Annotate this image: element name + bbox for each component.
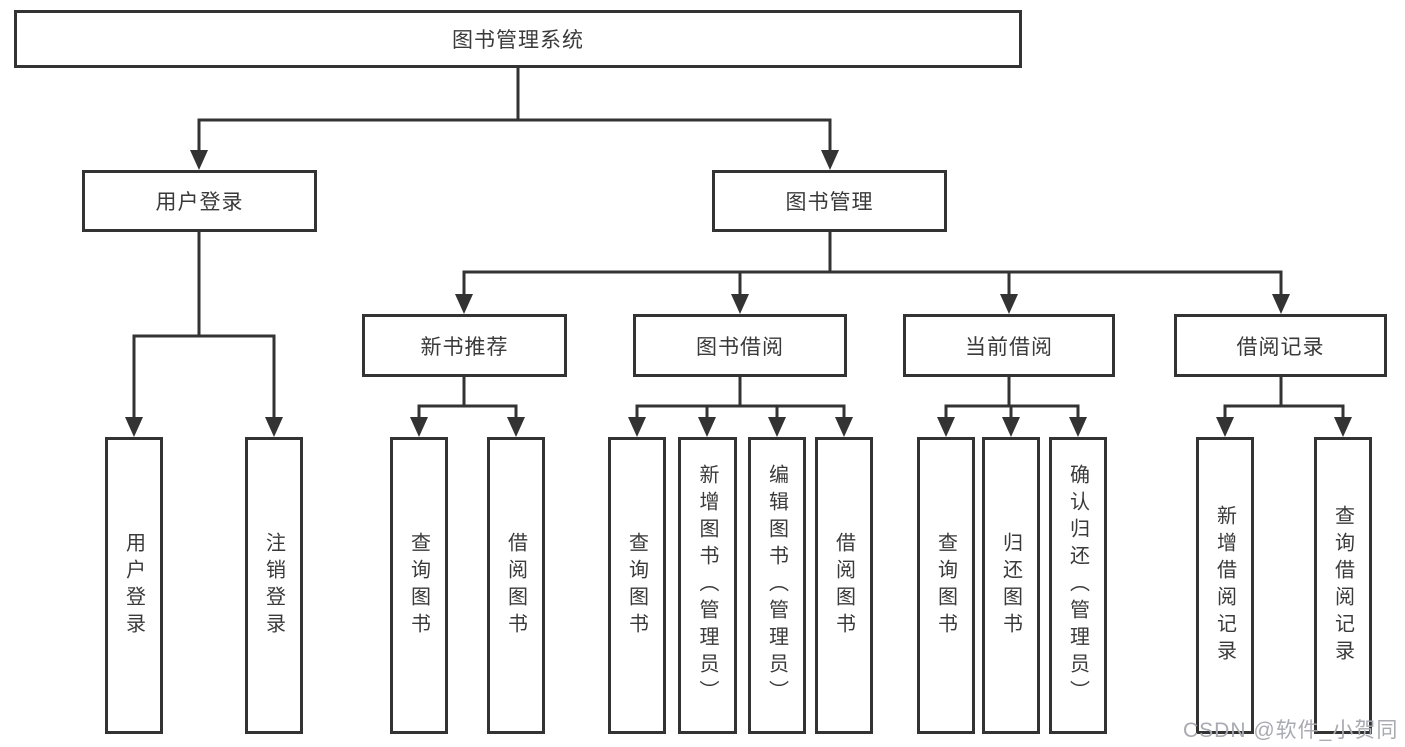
node-current-borrowing: 当前借阅 [903,314,1115,377]
node-book-management: 图书管理 [712,170,947,232]
leaf-current-confirm-return-admin: 确认归还（管理员） [1049,437,1107,734]
connector-book-management-to-level3 [455,230,1290,314]
leaf-recommend-borrow-books: 借阅图书 [487,437,545,734]
connector-book-borrowing-to-leaves [628,375,853,437]
node-book-borrowing: 图书借阅 [633,314,847,377]
connector-current-borrowing-to-leaves [937,375,1087,437]
connector-borrowing-records-to-leaves [1216,375,1352,437]
connector-new-book-recommend-to-leaves [410,375,525,437]
node-borrowing-records: 借阅记录 [1174,314,1387,377]
leaf-records-query-borrow-record: 查询借阅记录 [1314,437,1372,734]
leaf-user-login: 用户登录 [105,437,163,734]
leaf-recommend-query-books: 查询图书 [390,437,448,734]
leaf-logout: 注销登录 [245,437,303,734]
leaf-borrowing-borrow-books: 借阅图书 [815,437,873,734]
node-new-book-recommend: 新书推荐 [362,314,567,377]
node-root-system: 图书管理系统 [14,10,1022,68]
leaf-current-query-books: 查询图书 [917,437,975,734]
connector-user-login-to-leaves [125,230,283,437]
node-user-login: 用户登录 [82,170,317,232]
leaf-current-return-books: 归还图书 [982,437,1040,734]
leaf-borrowing-query-books: 查询图书 [608,437,666,734]
csdn-watermark: CSDN @软件_小贺同学 [1183,719,1399,742]
leaf-borrowing-edit-book-admin: 编辑图书（管理员） [748,437,806,734]
leaf-borrowing-add-book-admin: 新增图书（管理员） [678,437,737,734]
leaf-records-add-borrow-record: 新增借阅记录 [1196,437,1254,734]
connector-root-to-level2 [190,66,839,170]
